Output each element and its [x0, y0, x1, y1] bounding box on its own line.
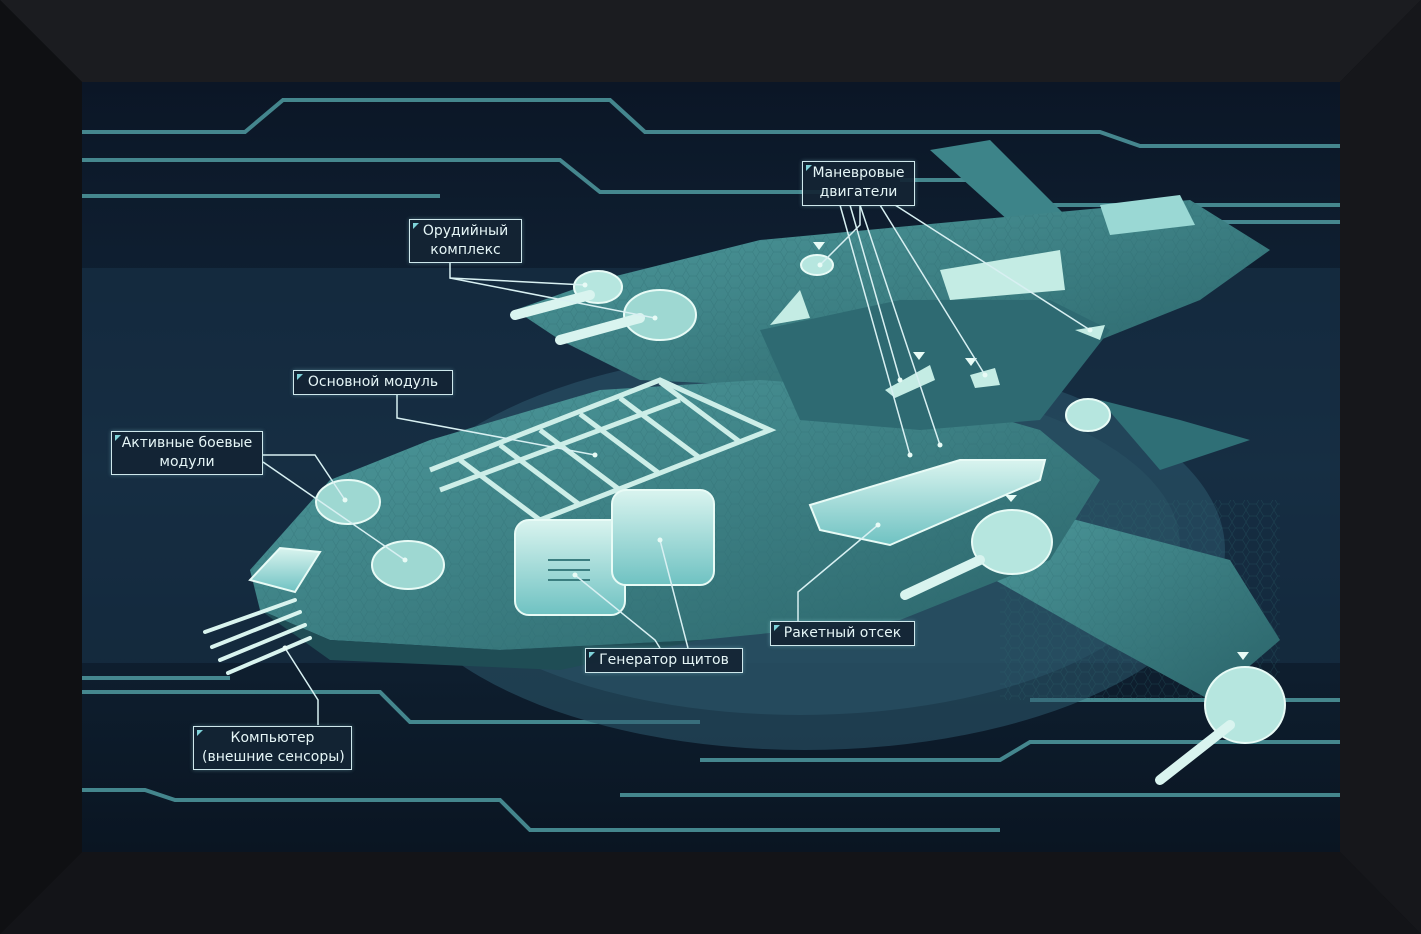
leader-engines-1 [819, 205, 861, 266]
shield-cylinder-1 [514, 519, 626, 616]
label-line-1: Маневровые [812, 165, 905, 181]
label-weapon-complex: Орудийный комплекс [409, 219, 522, 263]
leader-dots [282, 262, 1093, 651]
frame-bevel-bottom [0, 852, 1421, 934]
corner-mark [197, 730, 203, 736]
corner-mark [413, 223, 419, 229]
nose-sensor [248, 546, 322, 594]
label-line-1: Компьютер [230, 730, 315, 746]
leader-engines-2 [849, 204, 901, 381]
corner-mark [115, 435, 121, 441]
side-fin [1100, 400, 1250, 470]
leader-lines [262, 204, 1091, 725]
corner-mark [297, 374, 303, 380]
label-line-2: комплекс [430, 242, 501, 258]
leader-engines-5 [894, 204, 1091, 331]
leader-computer [284, 647, 319, 725]
label-active-combat-modules: Активные боевые модули [111, 431, 263, 475]
leader-weapons-2 [449, 277, 656, 319]
leader-missile [797, 524, 879, 622]
label-line-1: Основной модуль [307, 374, 439, 390]
engine-spine [760, 300, 1110, 430]
leader-engines-3 [859, 204, 941, 446]
leader-active-2 [262, 461, 406, 561]
missile-bay [808, 459, 1047, 547]
sensor-antennae [203, 598, 312, 675]
label-line-1: Генератор щитов [599, 652, 729, 668]
leader-engines-6 [839, 204, 911, 456]
corner-mark [589, 652, 595, 658]
label-line-2: двигатели [819, 184, 898, 200]
leader-shield-1 [574, 574, 661, 649]
label-main-module: Основной модуль [293, 370, 453, 395]
label-maneuver-engines: Маневровые двигатели [802, 161, 915, 206]
gun-barrels [510, 290, 1235, 785]
label-line-1: Ракетный отсек [783, 625, 902, 641]
marker-triangles [813, 242, 1249, 660]
label-line-2: модули [159, 454, 215, 470]
corner-mark [806, 165, 812, 171]
label-line-2: (внешние сенсоры) [202, 749, 345, 765]
label-missile-bay: Ракетный отсек [770, 621, 915, 646]
label-shield-generator: Генератор щитов [585, 648, 743, 673]
frame-bevel-right [1340, 0, 1421, 934]
corner-mark [774, 625, 780, 631]
leader-engines-4 [879, 204, 986, 376]
shield-cylinder-2 [611, 489, 715, 586]
frame-bevel-top [0, 0, 1421, 82]
label-line-1: Орудийный [422, 223, 509, 239]
main-module-ribs [429, 377, 777, 523]
leader-main-module [396, 394, 596, 456]
frame-bevel-left [0, 0, 82, 934]
leader-active-1 [263, 454, 346, 501]
label-line-1: Активные боевые [121, 435, 253, 451]
leader-shield-2 [659, 539, 689, 649]
spaceship [203, 140, 1286, 785]
label-computer: Компьютер (внешние сенсоры) [193, 726, 352, 770]
